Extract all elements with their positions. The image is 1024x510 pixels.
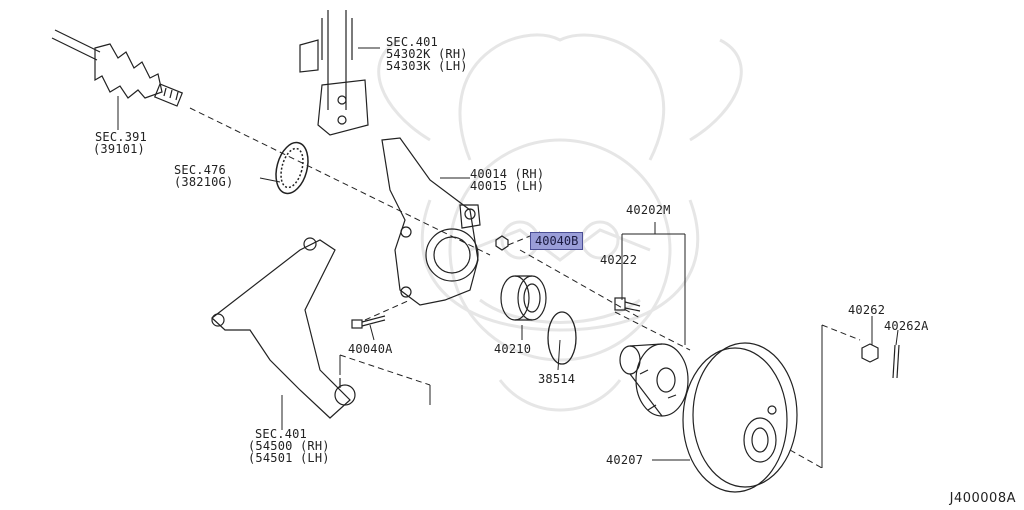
label-sec401-bottom: SEC.401: [255, 427, 307, 441]
snap-ring-38514: [547, 311, 577, 365]
figure-code: J400008A: [949, 491, 1016, 506]
label-54302k: 54302K (RH): [386, 47, 468, 61]
label-40015: 40015 (LH): [470, 179, 545, 193]
leader-lines: [117, 47, 899, 468]
drive-shaft: [51, 29, 184, 107]
lower-control-arm: [211, 237, 356, 419]
brake-rotor: [682, 342, 798, 493]
label-38514: 38514: [538, 372, 576, 386]
wheel-bearing: [500, 275, 547, 321]
label-38210g: (38210G): [174, 175, 234, 189]
part-callout-40040b[interactable]: 40040B: [530, 232, 584, 250]
bolt-40040a: [351, 315, 386, 329]
label-40222: 40222: [600, 253, 638, 267]
label-40202m: 40202M: [626, 203, 671, 217]
axis-lines: [189, 107, 861, 469]
label-40210: 40210: [494, 342, 532, 356]
label-sec476: SEC.476: [174, 163, 226, 177]
label-54501: (54501 (LH): [248, 451, 330, 465]
label-54303k: 54303K (LH): [386, 59, 468, 73]
nut-40262: [861, 343, 879, 363]
label-40207: 40207: [606, 453, 644, 467]
label-sec391: SEC.391: [95, 130, 147, 144]
watermark-crest: [377, 33, 743, 412]
strut: [299, 10, 369, 136]
abs-sensor-ring: [275, 141, 309, 195]
label-39101: (39101): [93, 142, 145, 156]
label-40262: 40262: [848, 303, 886, 317]
steering-knuckle: [381, 137, 481, 306]
label-40262a: 40262A: [884, 319, 929, 333]
label-40014: 40014 (RH): [470, 167, 545, 181]
wheel-hub: [619, 343, 689, 417]
label-40040a: 40040A: [348, 342, 393, 356]
label-sec401-top: SEC.401: [386, 35, 438, 49]
label-54500: (54500 (RH): [248, 439, 330, 453]
nut-40040b: [495, 235, 509, 251]
cotter-pin-40262a: [892, 344, 900, 379]
hub-bolt-40222: [614, 297, 641, 312]
